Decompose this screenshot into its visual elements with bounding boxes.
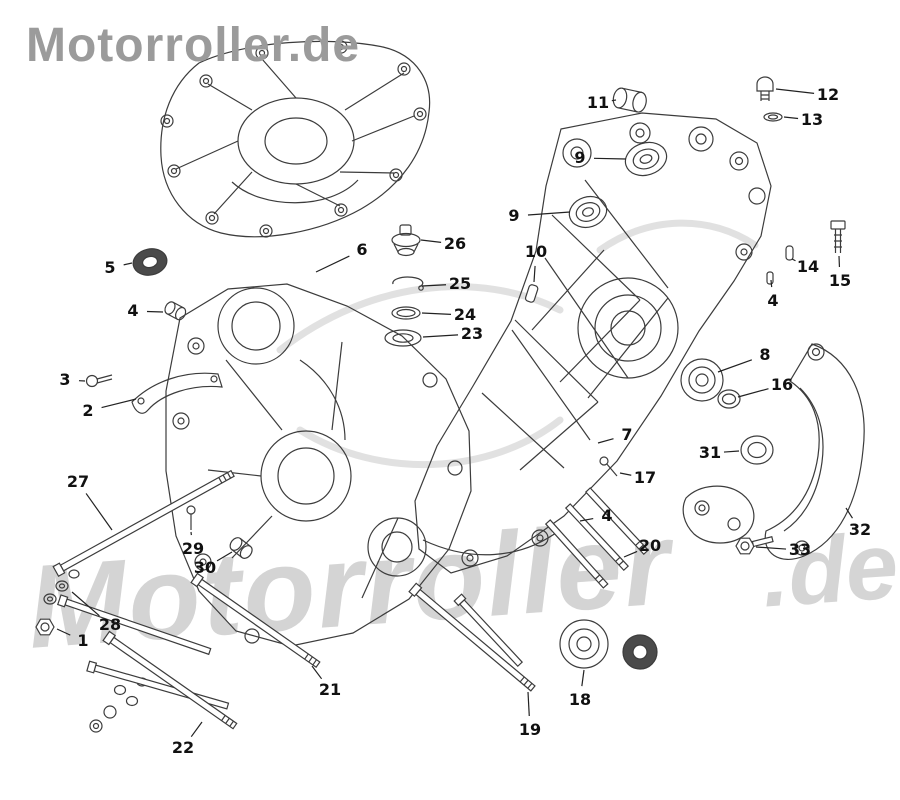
part-label-25: 25 bbox=[448, 274, 472, 293]
part-label-9: 9 bbox=[508, 206, 520, 225]
part-label-10: 10 bbox=[524, 242, 548, 261]
part-label-7: 7 bbox=[621, 425, 633, 444]
part-label-32: 32 bbox=[848, 520, 872, 539]
site-logo: Motorroller.de bbox=[26, 19, 361, 72]
part-label-11: 11 bbox=[586, 93, 610, 112]
part-label-30: 30 bbox=[193, 558, 217, 577]
part-label-20: 20 bbox=[638, 536, 662, 555]
part-label-29: 29 bbox=[181, 539, 205, 558]
part-label-28: 28 bbox=[98, 615, 122, 634]
part-label-3: 3 bbox=[59, 370, 71, 389]
part-label-6: 6 bbox=[356, 240, 368, 259]
part-label-4: 4 bbox=[601, 506, 613, 525]
part-label-23: 23 bbox=[460, 324, 484, 343]
left-crankcase-half bbox=[165, 283, 472, 647]
crankcase-cover bbox=[160, 40, 431, 238]
part-label-31: 31 bbox=[698, 443, 722, 462]
part-label-27: 27 bbox=[66, 472, 90, 491]
part-label-2: 2 bbox=[82, 401, 94, 420]
part-label-26: 26 bbox=[443, 234, 467, 253]
part-label-22: 22 bbox=[171, 738, 195, 757]
small-parts bbox=[35, 76, 865, 733]
part-label-18: 18 bbox=[568, 690, 592, 709]
part-label-15: 15 bbox=[828, 271, 852, 290]
part-label-9: 9 bbox=[574, 148, 586, 167]
part-label-4: 4 bbox=[767, 291, 779, 310]
part-label-19: 19 bbox=[518, 720, 542, 739]
part-label-12: 12 bbox=[816, 85, 840, 104]
right-crankcase-half bbox=[414, 112, 772, 574]
part-label-24: 24 bbox=[453, 305, 477, 324]
part-label-16: 16 bbox=[770, 375, 794, 394]
part-label-21: 21 bbox=[318, 680, 342, 699]
part-label-8: 8 bbox=[759, 345, 771, 364]
part-label-4: 4 bbox=[127, 301, 139, 320]
part-label-17: 17 bbox=[633, 468, 657, 487]
part-label-13: 13 bbox=[800, 110, 824, 129]
part-label-33: 33 bbox=[788, 540, 812, 559]
part-label-14: 14 bbox=[796, 257, 820, 276]
part-label-5: 5 bbox=[104, 258, 116, 277]
part-label-1: 1 bbox=[77, 631, 89, 650]
